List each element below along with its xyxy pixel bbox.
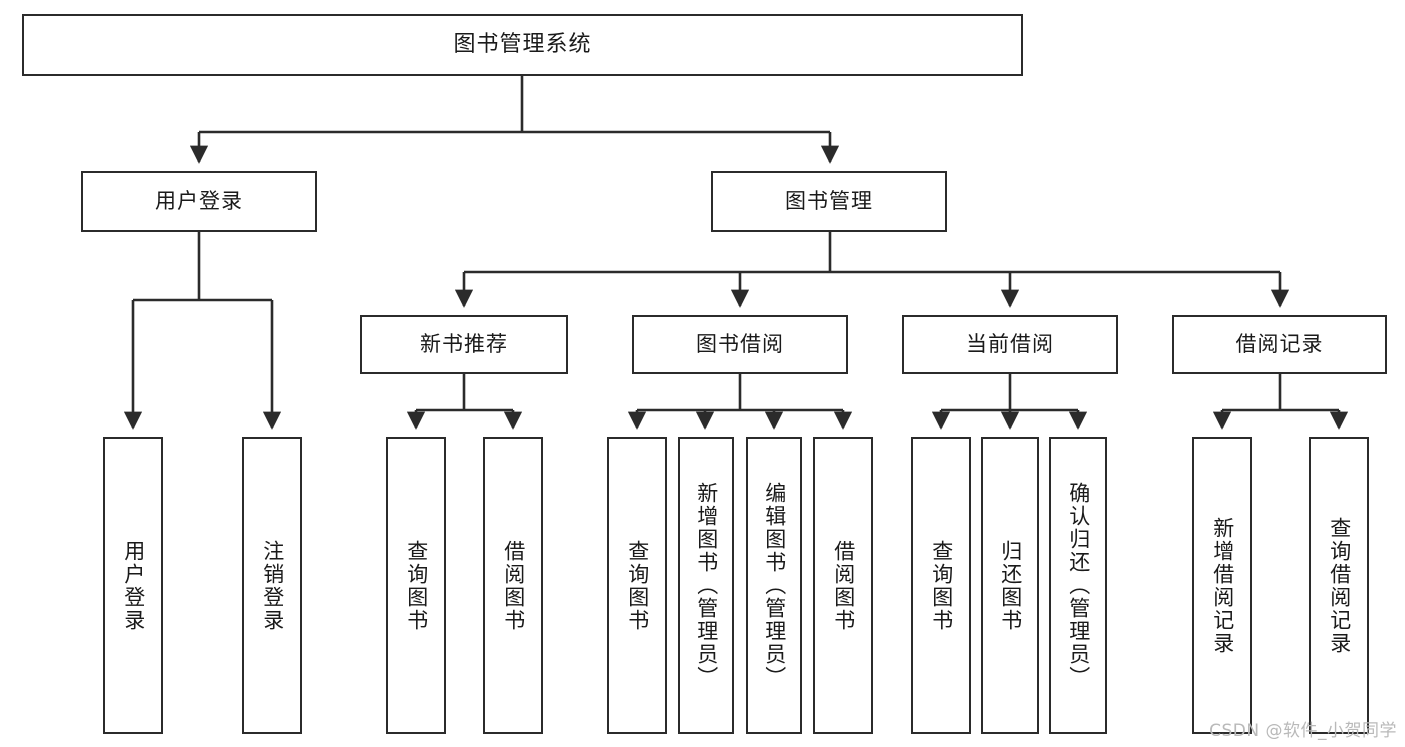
node-leaf-edit-book-label: 编辑图书（管理员） bbox=[762, 482, 787, 689]
node-leaf-borrow-book-1[interactable]: 借阅图书 bbox=[483, 437, 543, 734]
watermark: CSDN @软件_小贺同学 bbox=[1209, 721, 1397, 741]
node-leaf-query-book-2-label: 查询图书 bbox=[625, 539, 650, 632]
node-book-manage[interactable]: 图书管理 bbox=[711, 171, 947, 232]
node-leaf-borrow-book-1-label: 借阅图书 bbox=[501, 539, 526, 632]
node-leaf-query-book-3-label: 查询图书 bbox=[929, 539, 954, 632]
node-user-login[interactable]: 用户登录 bbox=[81, 171, 317, 232]
node-borrow-record[interactable]: 借阅记录 bbox=[1172, 315, 1387, 374]
node-leaf-borrow-book-2[interactable]: 借阅图书 bbox=[813, 437, 873, 734]
node-leaf-query-book-2[interactable]: 查询图书 bbox=[607, 437, 667, 734]
node-borrow-record-label: 借阅记录 bbox=[1235, 332, 1324, 357]
node-leaf-query-book-1[interactable]: 查询图书 bbox=[386, 437, 446, 734]
node-leaf-return-book-label: 归还图书 bbox=[998, 539, 1023, 632]
node-leaf-edit-book[interactable]: 编辑图书（管理员） bbox=[746, 437, 802, 734]
node-leaf-add-book[interactable]: 新增图书（管理员） bbox=[678, 437, 734, 734]
node-leaf-user-login[interactable]: 用户登录 bbox=[103, 437, 163, 734]
node-current-borrow[interactable]: 当前借阅 bbox=[902, 315, 1118, 374]
node-book-borrow[interactable]: 图书借阅 bbox=[632, 315, 848, 374]
node-leaf-add-record[interactable]: 新增借阅记录 bbox=[1192, 437, 1252, 734]
node-leaf-user-login-label: 用户登录 bbox=[121, 539, 146, 632]
node-new-book-recommend-label: 新书推荐 bbox=[420, 332, 508, 357]
node-root-label: 图书管理系统 bbox=[453, 32, 592, 58]
node-leaf-add-record-label: 新增借阅记录 bbox=[1210, 516, 1235, 655]
node-leaf-query-book-1-label: 查询图书 bbox=[404, 539, 429, 632]
node-leaf-user-logout[interactable]: 注销登录 bbox=[242, 437, 302, 734]
node-leaf-user-logout-label: 注销登录 bbox=[260, 539, 285, 632]
node-new-book-recommend[interactable]: 新书推荐 bbox=[360, 315, 568, 374]
node-leaf-borrow-book-2-label: 借阅图书 bbox=[831, 539, 856, 632]
node-book-borrow-label: 图书借阅 bbox=[696, 332, 784, 357]
node-user-login-label: 用户登录 bbox=[155, 189, 243, 214]
node-leaf-query-record[interactable]: 查询借阅记录 bbox=[1309, 437, 1369, 734]
node-current-borrow-label: 当前借阅 bbox=[966, 332, 1054, 357]
node-leaf-confirm-return[interactable]: 确认归还（管理员） bbox=[1049, 437, 1107, 734]
node-leaf-query-book-3[interactable]: 查询图书 bbox=[911, 437, 971, 734]
node-leaf-query-record-label: 查询借阅记录 bbox=[1327, 516, 1352, 655]
node-leaf-return-book[interactable]: 归还图书 bbox=[981, 437, 1039, 734]
node-leaf-confirm-return-label: 确认归还（管理员） bbox=[1066, 482, 1091, 689]
node-book-manage-label: 图书管理 bbox=[785, 189, 873, 214]
node-root[interactable]: 图书管理系统 bbox=[22, 14, 1023, 76]
node-leaf-add-book-label: 新增图书（管理员） bbox=[694, 482, 719, 689]
